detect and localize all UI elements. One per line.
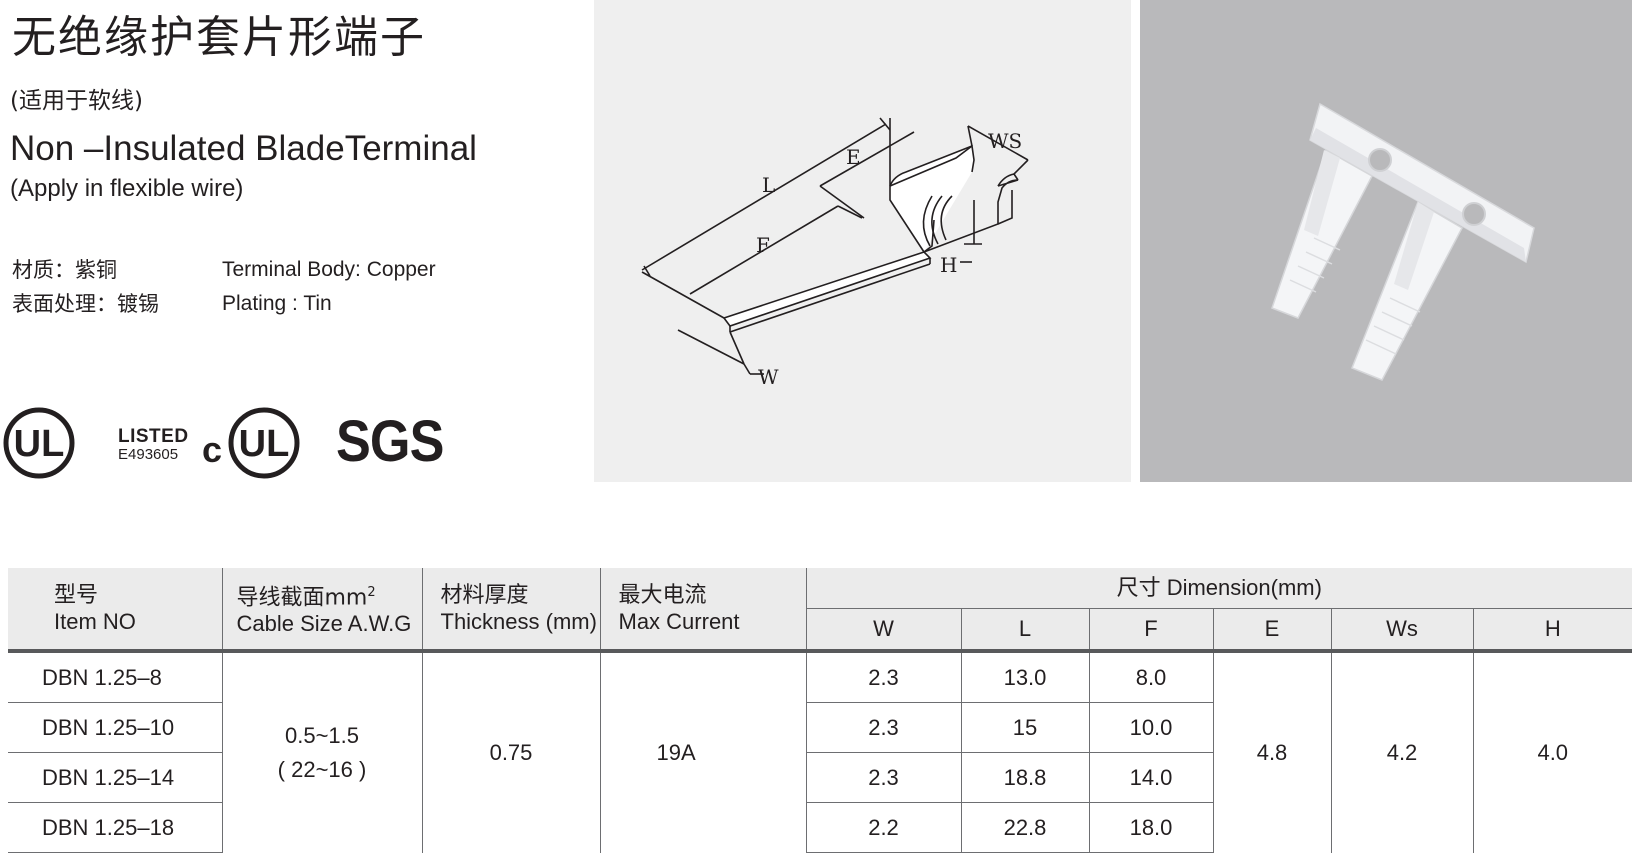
table-row: DBN 1.25–8 0.5~1.5 ( 22~16 ) 0.75 19A 2.… (8, 651, 1632, 853)
cul-logo: c UL (202, 407, 300, 479)
dim-w-cell: 2.3 (806, 752, 962, 803)
dim-f-cell: 10.0 (1089, 702, 1214, 753)
technical-drawing-panel: L E F WS H W (594, 0, 1131, 482)
ul-logo: UL (3, 407, 75, 479)
cable-size-awg: ( 22~16 ) (277, 756, 367, 782)
listed-mark: LISTED E493605 (118, 426, 189, 464)
header-cable-en: Cable Size A.W.G (236, 611, 412, 637)
dim-f-cell: 8.0 (1089, 651, 1214, 703)
dimension-label-E: E (846, 145, 861, 169)
material-value: Terminal Body: Copper (222, 258, 436, 281)
dimension-label-W: W (758, 365, 779, 389)
cable-size-mm2: 0.5~1.5 (284, 722, 359, 748)
header-current-en: Max Current (618, 608, 740, 634)
header-dimension: 尺寸 Dimension(mm) (806, 568, 1632, 609)
header-item-cn: 型号 (54, 582, 99, 608)
header-dim-l: L (961, 608, 1090, 653)
dim-l-cell: 22.8 (961, 802, 1090, 853)
page-title-cn: 无绝缘护套片形端子 (12, 12, 426, 63)
terminal-photo-illustration (1271, 102, 1535, 381)
table-row: DBN 1.25–14 2.3 18.8 14.0 (8, 752, 1632, 803)
dim-e-cell: 4.8 (1213, 651, 1332, 853)
spec-table: 型号 Item NO 导线截面mm2 Cable Size A.W.G 材料厚度… (8, 568, 1632, 862)
dim-h-cell: 4.0 (1537, 739, 1569, 765)
sgs-logo: SGS (336, 409, 444, 474)
item-number: DBN 1.25–18 (8, 802, 223, 853)
dim-f-cell: 18.0 (1089, 802, 1214, 853)
header-dim-e: E (1213, 608, 1332, 653)
ul-letters: UL (14, 423, 65, 465)
header-dim-f: F (1089, 608, 1214, 653)
dim-l-cell: 13.0 (961, 651, 1090, 703)
header-cable-cn: 导线截面mm (236, 585, 368, 611)
item-number: DBN 1.25–8 (8, 651, 223, 703)
dimension-label-L: L (762, 173, 775, 197)
dimension-label-WS: WS (988, 129, 1022, 153)
max-current-cell: 19A (600, 651, 807, 853)
cul-letters: UL (239, 423, 290, 465)
header-thickness-en: Thickness (mm) (440, 608, 597, 634)
thickness-cell: 0.75 (422, 651, 601, 853)
blade-terminal-drawing: L E F WS H W (641, 117, 1029, 389)
header-dim-w: W (806, 608, 962, 653)
dim-f-cell: 14.0 (1089, 752, 1214, 803)
dimension-label-H: H (940, 253, 957, 277)
product-photo-panel (1140, 0, 1632, 482)
listed-number: E493605 (118, 446, 179, 463)
dim-l-cell: 18.8 (961, 752, 1090, 803)
table-row: DBN 1.25–18 2.2 22.8 18.0 (8, 802, 1632, 853)
header-cable: 导线截面mm2 Cable Size A.W.G (222, 568, 423, 653)
header-dim-h: H (1473, 608, 1632, 653)
header-dim-ws: Ws (1331, 608, 1474, 653)
plating-label: 表面处理：镀锡 (12, 292, 159, 316)
table-row: DBN 1.25–10 2.3 15 10.0 (8, 702, 1632, 753)
header-item-en: Item NO (54, 608, 136, 634)
dim-w-cell: 2.2 (806, 802, 962, 853)
plating-value: Plating : Tin (222, 292, 332, 315)
dim-ws-cell: 4.2 (1331, 651, 1474, 853)
subtitle-en: (Apply in flexible wire) (10, 175, 244, 202)
header-current: 最大电流 Max Current (600, 568, 807, 653)
cul-prefix: c (202, 429, 222, 470)
dimension-label-F: F (756, 233, 770, 257)
material-label: 材质：紫铜 (12, 258, 117, 282)
header-current-cn: 最大电流 (618, 582, 707, 608)
header-thickness: 材料厚度 Thickness (mm) (422, 568, 601, 653)
item-number: DBN 1.25–10 (8, 702, 223, 753)
cable-size-cell: 0.5~1.5 ( 22~16 ) (222, 651, 423, 853)
header-cable-superscript: 2 (367, 584, 376, 600)
header-thickness-cn: 材料厚度 (440, 582, 529, 608)
dim-w-cell: 2.3 (806, 702, 962, 753)
dim-l-cell: 15 (961, 702, 1090, 753)
item-number: DBN 1.25–14 (8, 752, 223, 803)
header-item: 型号 Item NO (8, 568, 223, 653)
listed-word: LISTED (118, 426, 189, 447)
page-title-en: Non –Insulated BladeTerminal (10, 129, 477, 168)
subtitle-cn: (适用于软线) (10, 88, 143, 114)
dim-w-cell: 2.3 (806, 651, 962, 703)
